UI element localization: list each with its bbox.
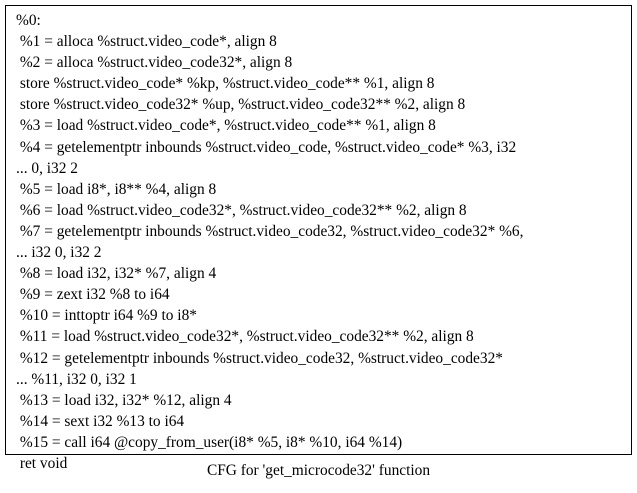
instruction-line: %15 = call i64 @copy_from_user(i8* %5, i… [16, 433, 403, 451]
instruction-line: store %struct.video_code32* %up, %struct… [16, 96, 466, 114]
instruction-continuation-line: ... %11, i32 0, i32 1 [16, 370, 137, 388]
block-label-line: %0: [16, 12, 41, 29]
instruction-line: %2 = alloca %struct.video_code32*, align… [16, 54, 293, 72]
instruction-line: %3 = load %struct.video_code*, %struct.v… [16, 117, 436, 135]
instruction-line: %7 = getelementptr inbounds %struct.vide… [16, 222, 524, 240]
instruction-line: %12 = getelementptr inbounds %struct.vid… [16, 349, 503, 367]
instruction-line: store %struct.video_code* %kp, %struct.v… [16, 75, 435, 93]
instruction-line: %5 = load i8*, i8** %4, align 8 [16, 180, 217, 198]
instruction-line: %14 = sext i32 %13 to i64 [16, 412, 185, 430]
cfg-basic-block-node: %0: %1 = alloca %struct.video_code*, ali… [5, 5, 632, 472]
instruction-line: %8 = load i32, i32* %7, align 4 [16, 265, 217, 283]
instruction-line: %9 = zext i32 %8 to i64 [16, 286, 170, 304]
instruction-line: %6 = load %struct.video_code32*, %struct… [16, 201, 467, 219]
instruction-list: %0: %1 = alloca %struct.video_code*, ali… [16, 10, 625, 474]
instruction-line: %4 = getelementptr inbounds %struct.vide… [16, 138, 517, 156]
return-instruction-line: ret void [16, 454, 68, 472]
instruction-line: %11 = load %struct.video_code32*, %struc… [16, 328, 474, 346]
instruction-continuation-line: ... 0, i32 2 [16, 159, 78, 177]
graph-caption: CFG for 'get_microcode32' function [206, 462, 431, 479]
instruction-line: %13 = load i32, i32* %12, align 4 [16, 391, 232, 409]
instruction-line: %1 = alloca %struct.video_code*, align 8 [16, 33, 277, 51]
instruction-line: %10 = inttoptr i64 %9 to i8* [16, 307, 197, 325]
instruction-continuation-line: ... i32 0, i32 2 [16, 244, 102, 262]
